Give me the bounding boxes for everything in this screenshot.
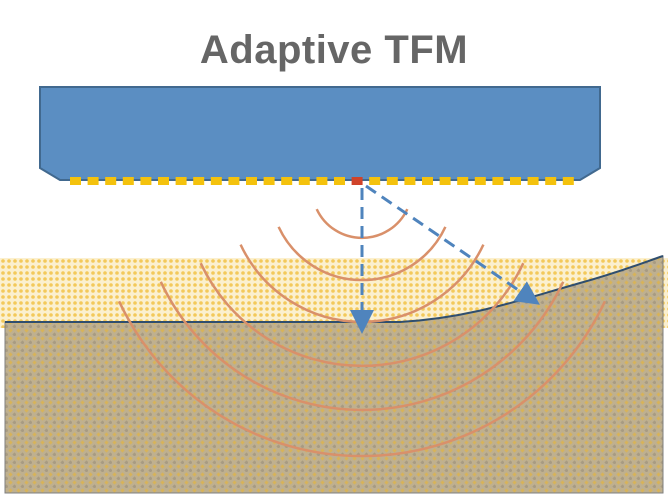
probe-element bbox=[439, 177, 451, 185]
wavefront-arc bbox=[159, 281, 565, 412]
probe-element bbox=[474, 177, 486, 185]
probe-element bbox=[263, 177, 275, 185]
probe-element bbox=[87, 177, 99, 185]
wavefront-arc bbox=[277, 226, 447, 282]
probe-element bbox=[122, 177, 134, 185]
probe-element bbox=[527, 177, 539, 185]
probe-element bbox=[510, 177, 521, 185]
probe-element bbox=[210, 177, 222, 185]
probe-element bbox=[175, 177, 187, 185]
probe-element bbox=[281, 177, 293, 185]
wavefront-arc bbox=[199, 262, 525, 368]
probe-element bbox=[298, 177, 310, 185]
probe-elements bbox=[70, 177, 574, 185]
probe-element bbox=[316, 177, 328, 185]
probe-element bbox=[562, 177, 574, 185]
wavefront-arc bbox=[117, 300, 607, 458]
probe-element bbox=[158, 177, 169, 185]
probe-element bbox=[70, 177, 81, 185]
phased-array-probe-icon bbox=[39, 86, 601, 181]
dashed-arrow-icon bbox=[365, 184, 540, 305]
probe-element bbox=[334, 177, 345, 185]
probe-element bbox=[457, 177, 469, 185]
page-title: Adaptive TFM bbox=[199, 28, 469, 72]
probe-element bbox=[545, 177, 557, 185]
probe-element bbox=[404, 177, 416, 185]
probe-element bbox=[369, 177, 381, 185]
probe-element bbox=[386, 177, 398, 185]
probe-element bbox=[492, 177, 504, 185]
probe-element bbox=[193, 177, 205, 185]
probe-element bbox=[228, 177, 240, 185]
active-element bbox=[351, 177, 363, 185]
probe-element bbox=[246, 177, 257, 185]
probe-element bbox=[140, 177, 152, 185]
wavefronts bbox=[117, 208, 607, 458]
probe-element bbox=[105, 177, 117, 185]
probe-element bbox=[422, 177, 433, 185]
